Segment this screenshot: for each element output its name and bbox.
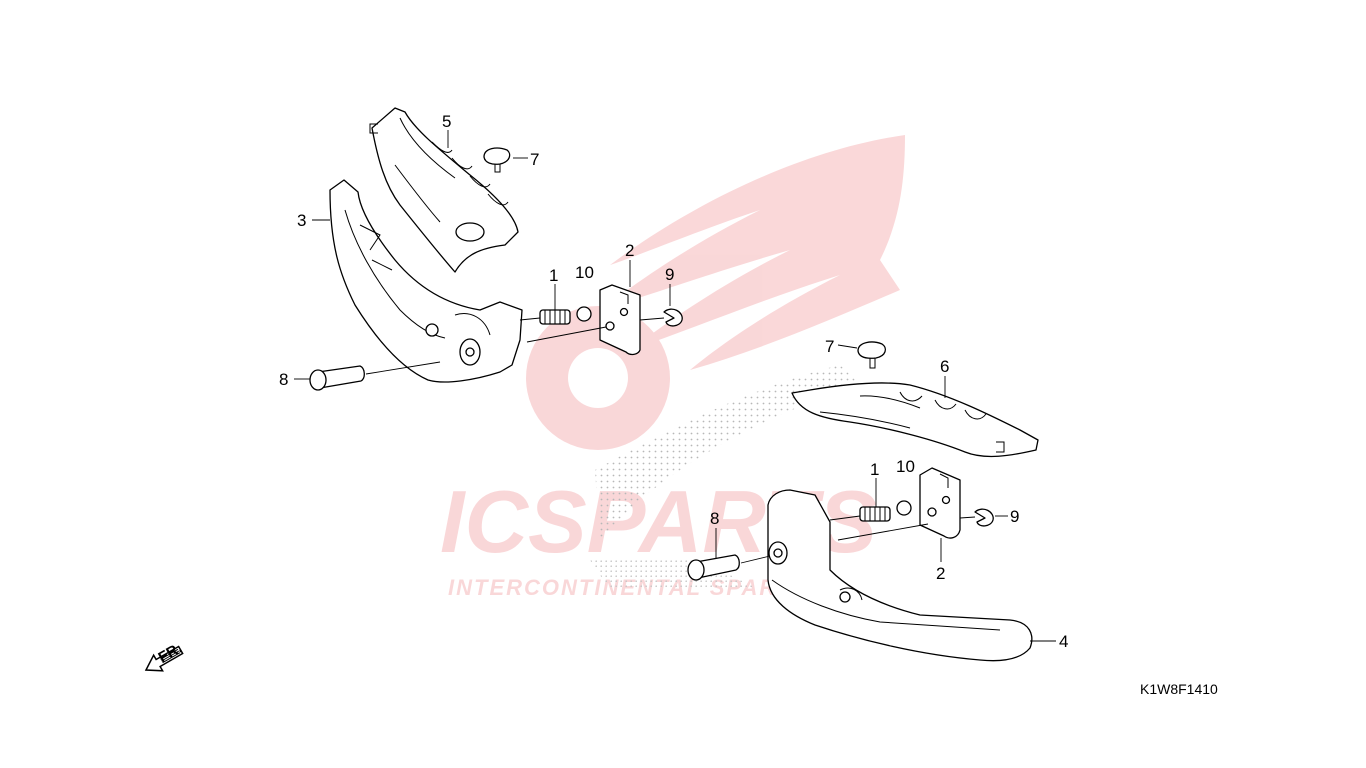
callout-10: 10 — [896, 457, 915, 476]
part-4-bracket-lower[interactable] — [767, 489, 1033, 662]
part-10-washer-upper[interactable] — [576, 306, 592, 322]
shading-area — [590, 560, 760, 590]
part-7-screw-lower[interactable] — [857, 341, 887, 369]
leader-lines — [294, 130, 1056, 642]
callout-4: 4 — [1059, 632, 1068, 651]
part-1-spring-lower[interactable] — [829, 506, 891, 522]
callout-7: 7 — [825, 337, 834, 356]
callouts: 5 7 3 2 1 10 9 8 7 6 1 10 9 8 2 4 — [279, 112, 1068, 651]
part-2-plate-lower[interactable] — [837, 467, 961, 541]
part-2-plate-upper[interactable] — [526, 284, 641, 356]
callout-1: 1 — [549, 266, 558, 285]
part-6-rubber-lower[interactable] — [791, 382, 1039, 458]
callout-8: 8 — [279, 370, 288, 389]
part-5-rubber-upper[interactable] — [369, 107, 519, 273]
front-direction-indicator: FR. — [144, 640, 185, 672]
callout-10: 10 — [575, 263, 594, 282]
part-9-clip-lower[interactable] — [959, 508, 994, 527]
part-3-bracket-upper[interactable] — [329, 179, 523, 383]
part-8-pin-upper[interactable] — [309, 361, 441, 391]
shading-area — [595, 365, 860, 540]
part-9-clip-upper[interactable] — [639, 308, 683, 327]
callout-5: 5 — [442, 112, 451, 131]
callout-6: 6 — [940, 357, 949, 376]
part-1-spring-upper[interactable] — [519, 309, 571, 325]
part-10-washer-lower[interactable] — [896, 500, 912, 516]
callout-2: 2 — [936, 564, 945, 583]
watermark: ICSPARTS INTERCONTINENTAL SPARTS — [440, 135, 905, 600]
callout-3: 3 — [297, 211, 306, 230]
diagram-code: K1W8F1410 — [1140, 681, 1218, 697]
callout-9: 9 — [1010, 507, 1019, 526]
part-8-pin-lower[interactable] — [687, 554, 771, 581]
callout-2: 2 — [625, 241, 634, 260]
front-arrow-icon — [144, 645, 184, 672]
callout-7: 7 — [530, 150, 539, 169]
callout-9: 9 — [665, 265, 674, 284]
callout-1: 1 — [870, 460, 879, 479]
callout-8: 8 — [710, 509, 719, 528]
part-7-screw-upper[interactable] — [483, 147, 511, 173]
